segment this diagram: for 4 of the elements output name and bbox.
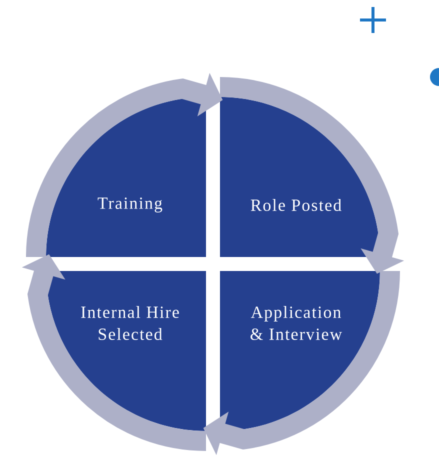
quadrant-segment: Application & Interview	[220, 271, 380, 431]
quadrant-segment: Role Posted	[220, 97, 380, 257]
quadrant-segment: Training	[46, 97, 206, 257]
quadrant-segment: Internal Hire Selected	[46, 271, 206, 431]
